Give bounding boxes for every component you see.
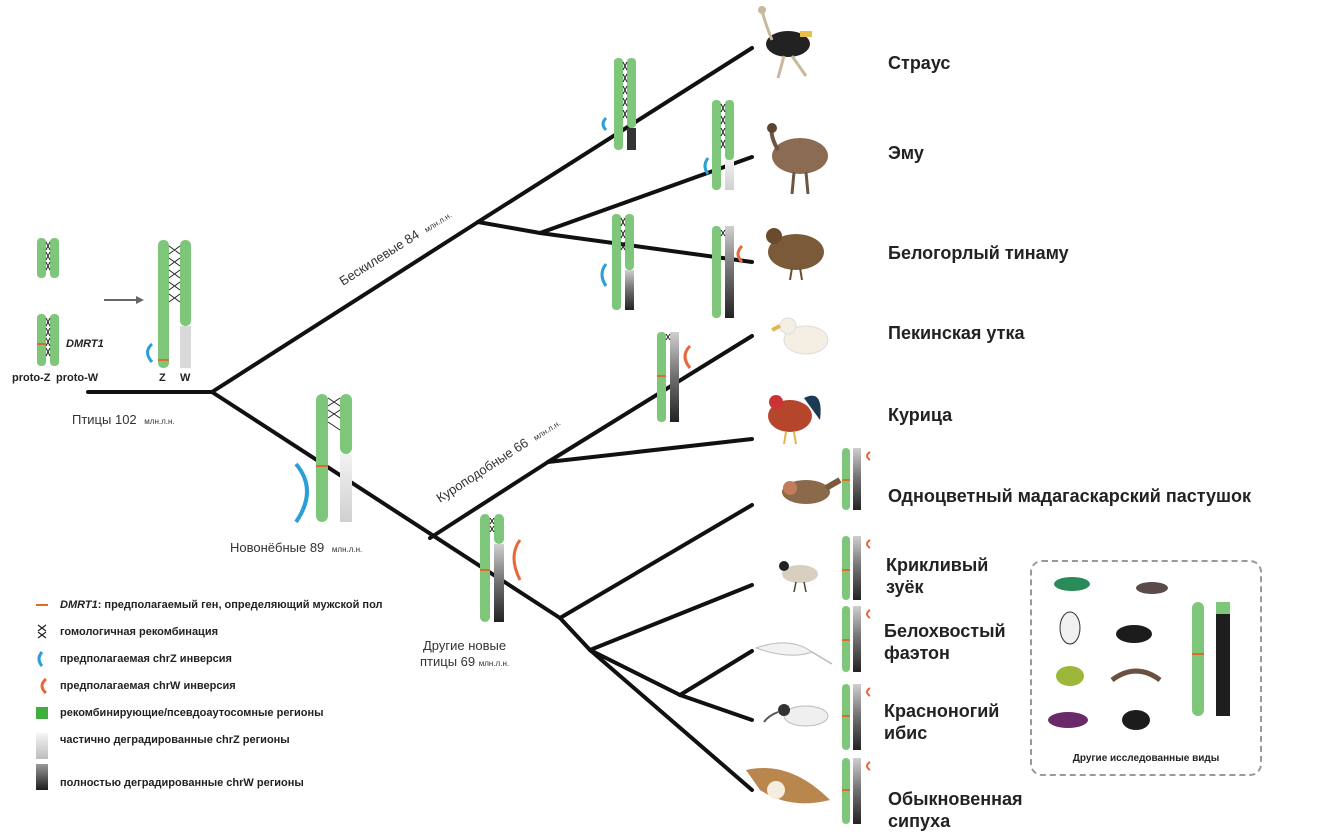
tropicbird-illustration (756, 643, 832, 664)
clade-label-birds: Птицы 102 млн.л.н. (72, 412, 175, 427)
legend-row-w-inversion: предполагаемая chrW инверсия (34, 677, 236, 695)
neoaves-tip-chromosomes (842, 448, 870, 824)
neognath-chromosomes (296, 394, 352, 522)
proto-chromosomes (37, 238, 191, 368)
species-label-ostrich: Страус (888, 52, 950, 74)
legend-row-homologous: гомологичная рекомбинация (34, 623, 218, 641)
legend-z-inversion-text: предполагаемая chrZ инверсия (60, 653, 232, 665)
other-species-caption: Другие исследованные виды (1032, 753, 1260, 764)
killdeer-illustration (779, 561, 818, 592)
legend-recombining-text: рекомбинирующие/псевдоаутосомные регионы (60, 707, 324, 719)
branch-tropicbird (680, 651, 752, 695)
label-dmrt1: DMRT1 (66, 338, 104, 350)
legend-partial-swatch (34, 731, 52, 761)
cuckoo-roller-illustration (782, 480, 840, 504)
species-label-cuckoo-roller: Одноцветный мадагаскарский пастушок (888, 485, 1251, 507)
ibis-illustration (764, 704, 828, 726)
branch-neognaths (212, 392, 560, 618)
species-label-ibis: Красноногий ибис (884, 700, 999, 744)
branch-owl (590, 650, 752, 790)
label-z: Z (159, 372, 166, 384)
clade-label-neoaves: Другие новые птицы 69 млн.л.н. (420, 638, 509, 672)
legend-full-text: полностью деградированные chrW регионы (60, 777, 304, 789)
clade-label-neognaths: Новонёбные 89 млн.л.н. (230, 540, 362, 555)
tinamou-illustration (766, 228, 824, 280)
chicken-illustration (768, 395, 821, 444)
legend-partial-text: частично деградированные chrZ регионы (60, 734, 290, 746)
legend-w-inversion-text: предполагаемая chrW инверсия (60, 680, 236, 692)
neoaves-chromosomes (480, 514, 520, 622)
clade-neoaves-unit: млн.л.н. (479, 659, 509, 668)
species-label-owl: Обыкновенная сипуха (888, 788, 1022, 832)
legend-row-recombining: рекомбинирующие/псевдоаутосомные регионы (34, 704, 324, 722)
species-label-killdeer: Крикливый зуёк (886, 554, 988, 598)
legend-w-inversion-swatch (34, 677, 52, 695)
other-species-illustrations (1032, 562, 1260, 774)
branch-ibis (680, 695, 752, 720)
legend-full-swatch (34, 762, 52, 792)
legend-row-dmrt1: DMRT1: предполагаемый ген, определяющий … (34, 596, 383, 614)
branch-neoaves-inner (560, 618, 590, 650)
other-species-box: Другие исследованные виды (1030, 560, 1262, 776)
species-label-duck: Пекинская утка (888, 322, 1025, 344)
legend-row-partial: частично деградированные chrZ регионы (34, 731, 290, 749)
emu-illustration (767, 123, 828, 194)
species-label-chicken: Курица (888, 404, 952, 426)
legend-dmrt1-text: : предполагаемый ген, определяющий мужск… (98, 599, 383, 611)
species-label-tropicbird: Белохвостый фаэтон (884, 620, 1006, 664)
owl-illustration (746, 768, 830, 803)
legend-row-z-inversion: предполагаемая chrZ инверсия (34, 650, 232, 668)
legend-homologous-swatch (34, 623, 52, 641)
species-label-emu: Эму (888, 142, 924, 164)
branch-cuckoo-roller (560, 505, 752, 618)
legend-recombining-swatch (34, 704, 52, 722)
legend-dmrt1-name: DMRT1 (60, 599, 98, 611)
branch-killdeer (590, 585, 752, 650)
branch-emu-tinamou (478, 222, 540, 233)
legend-homologous-text: гомологичная рекомбинация (60, 626, 218, 638)
duck-illustration (772, 318, 828, 354)
ostrich-illustration (758, 6, 812, 78)
label-proto-w: proto-W (56, 372, 98, 384)
legend-z-inversion-swatch (34, 650, 52, 668)
branch-paleognaths (212, 222, 478, 392)
label-w: W (180, 372, 190, 384)
legend-row-full: полностью деградированные chrW регионы (34, 774, 304, 792)
bird-illustrations (746, 6, 840, 803)
legend-dmrt1-swatch (34, 596, 52, 614)
label-proto-z: proto-Z (12, 372, 50, 384)
species-label-tinamou: Белогорлый тинаму (888, 242, 1069, 264)
